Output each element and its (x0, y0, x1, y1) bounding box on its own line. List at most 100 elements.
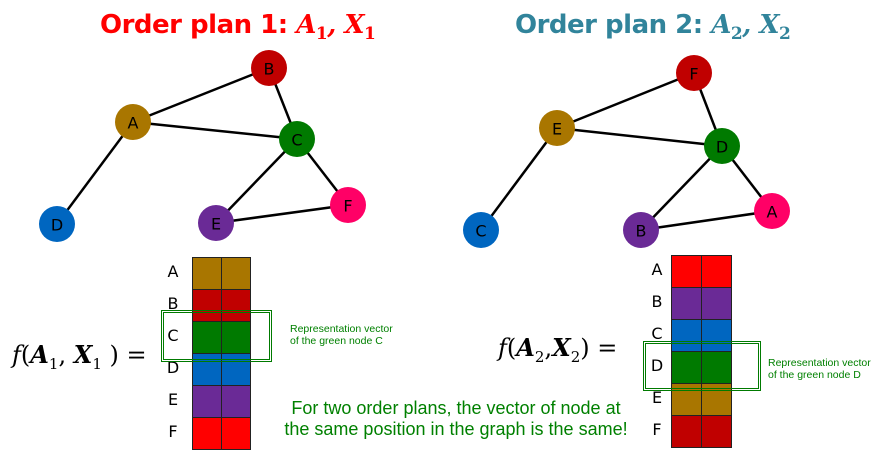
node-F (330, 187, 366, 223)
matrix-cell-B-2 (221, 289, 251, 322)
math-X-sub: 1 (364, 24, 376, 45)
row-label-C: C (651, 324, 663, 343)
edge-E-F (556, 71, 695, 130)
title-prefix: Order plan 2: (515, 10, 712, 40)
row-label-E: E (167, 390, 179, 409)
formula-X-sub: 1 (92, 354, 102, 373)
formula-A-sub: 2 (534, 347, 545, 366)
formula-1: f(A1, X1 ) = (12, 340, 147, 373)
node-label-F: F (689, 65, 698, 84)
matrix-cell-D-2 (701, 351, 732, 384)
node-C (279, 121, 315, 157)
row-label-B: B (167, 294, 179, 313)
node-A (754, 193, 790, 229)
row-label-F: F (168, 422, 178, 441)
math-A-sub: 1 (315, 24, 328, 45)
node-D (39, 206, 75, 242)
graph-order-plan-1: A B C D E F (39, 50, 366, 242)
formula-X: X (73, 340, 93, 369)
conclusion-line: For two order plans, the vector of node … (291, 398, 621, 418)
node-label-B: B (636, 222, 647, 241)
formula-A: A (30, 340, 49, 369)
edge-C-E (215, 138, 298, 224)
matrix-cell-F-1 (671, 415, 702, 448)
node-C (463, 212, 499, 248)
title-prefix: Order plan 1: (100, 10, 297, 40)
node-label-E: E (211, 215, 221, 234)
formula-equals: = (126, 341, 147, 369)
formula-A: A (516, 333, 535, 362)
note-green-node-d: Representation vector of the green node … (768, 357, 871, 381)
matrix-cell-F-1 (192, 417, 222, 450)
matrix-cell-A-2 (701, 255, 732, 288)
edge-A-C (132, 120, 298, 141)
row-label-A: A (651, 260, 663, 279)
edge-A-B (132, 66, 270, 124)
node-E (539, 110, 575, 146)
math-X: X (344, 10, 365, 40)
math-A: A (711, 10, 731, 40)
row-label-D: D (650, 356, 664, 375)
math-A-sub: 2 (730, 24, 743, 45)
math-X: X (759, 10, 780, 40)
math-sep: , (327, 10, 345, 40)
row-label-E: E (651, 388, 663, 407)
note-line: of the green node C (290, 335, 383, 347)
row-label-C: C (167, 326, 179, 345)
matrix-cell-E-2 (221, 385, 251, 418)
node-label-D: D (51, 216, 63, 235)
math-X-sub: 2 (779, 24, 791, 45)
node-label-C: C (475, 222, 486, 241)
conclusion-text: For two order plans, the vector of node … (262, 398, 650, 440)
node-D (704, 128, 740, 164)
node-B (623, 212, 659, 248)
formula-X-sub: 2 (570, 347, 581, 366)
matrix-cell-B-2 (701, 287, 732, 320)
formula-f: f (498, 334, 507, 362)
matrix-cell-B-1 (671, 287, 702, 320)
node-E (198, 205, 234, 241)
edge-E-F (215, 203, 349, 225)
math-A: A (296, 10, 316, 40)
matrix-cell-A-1 (671, 255, 702, 288)
title-math: A2, X2 (711, 10, 791, 44)
row-label-F: F (652, 420, 662, 439)
highlight-box-node-c (161, 310, 272, 362)
node-label-D: D (716, 138, 728, 157)
matrix-cell-E-1 (192, 385, 222, 418)
row-label-B: B (651, 292, 663, 311)
node-label-A: A (128, 114, 139, 133)
graph-order-plan-2: E F D C B A (463, 55, 790, 248)
edge-A-D (55, 121, 135, 225)
note-line: Representation vector (768, 357, 871, 369)
node-label-C: C (291, 131, 302, 150)
note-green-node-c: Representation vector of the green node … (290, 323, 393, 347)
node-label-F: F (343, 197, 352, 216)
node-label-A: A (767, 203, 778, 222)
matrix-cell-A-1 (192, 257, 222, 290)
note-line: Representation vector (290, 323, 393, 335)
node-label-E: E (552, 120, 562, 139)
node-B (251, 50, 287, 86)
formula-X: X (552, 333, 571, 362)
edge-E-C (479, 127, 559, 231)
matrix-cell-A-2 (221, 257, 251, 290)
node-label-B: B (264, 60, 275, 79)
formula-A-sub: 1 (48, 354, 59, 373)
edge-E-D (556, 126, 723, 148)
formula-equals: = (597, 334, 618, 362)
note-line: of the green node D (768, 369, 861, 381)
order-plan-2-title: Order plan 2: A2, X2 (515, 10, 791, 44)
matrix-cell-F-2 (221, 417, 251, 450)
node-A (115, 104, 151, 140)
edge-B-A (640, 209, 773, 232)
order-plan-1-title: Order plan 1: A1, X1 (100, 10, 376, 44)
conclusion-line: the same position in the graph is the sa… (284, 419, 628, 439)
matrix-cell-F-2 (701, 415, 732, 448)
highlight-box-node-d (643, 341, 761, 391)
row-label-D: D (166, 358, 180, 377)
title-math: A1, X1 (296, 10, 376, 44)
edge-D-B (640, 145, 723, 231)
math-sep: , (742, 10, 760, 40)
